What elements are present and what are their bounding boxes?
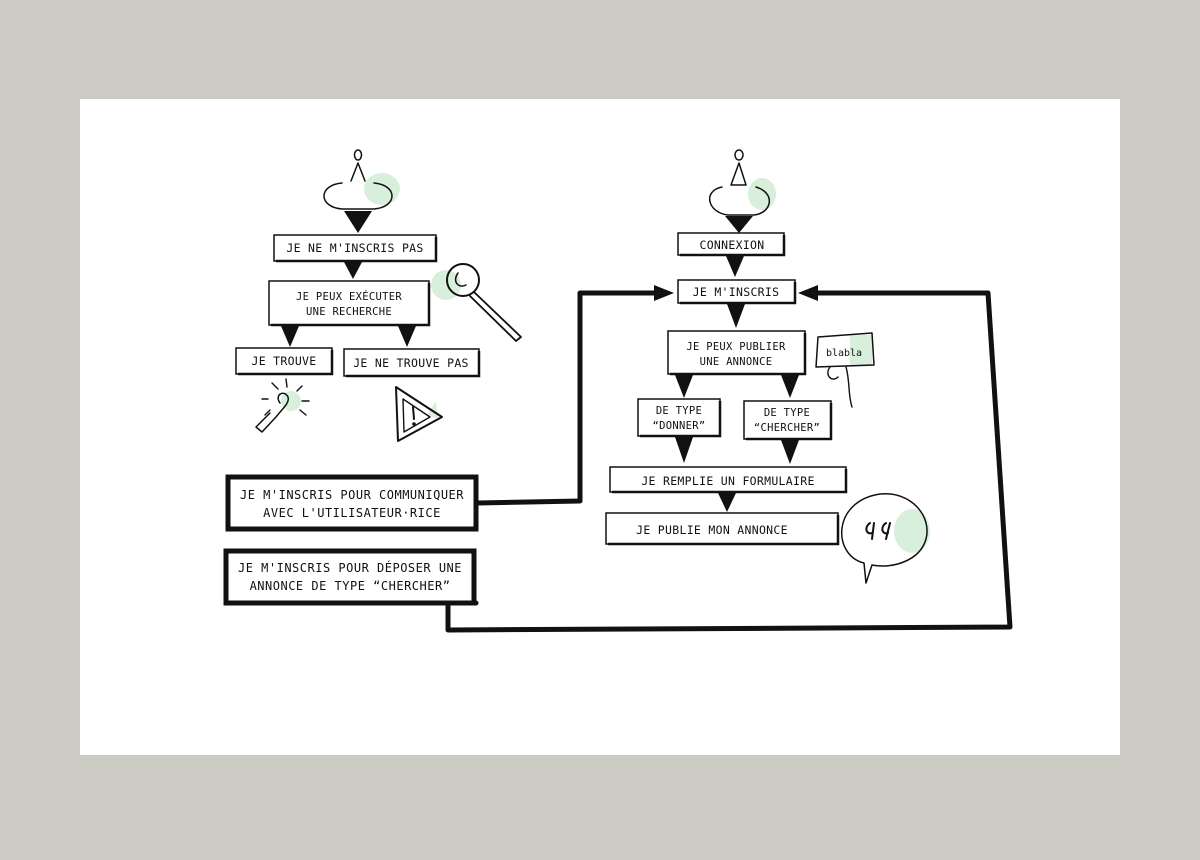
right-box-type-chercher: DE TYPE “CHERCHER” [743, 400, 833, 441]
left-box1-label: JE NE M'INSCRIS PAS [286, 241, 423, 255]
right-box7-label: JE PUBLIE MON ANNONCE [636, 523, 788, 537]
right-box5-line1: DE TYPE [764, 407, 810, 419]
right-arrow-1 [726, 256, 744, 277]
note1-line2: AVEC L'UTILISATEUR·RICE [263, 506, 441, 520]
connector-arrowhead-left [654, 285, 674, 301]
flow-diagram: JE NE M'INSCRIS PAS JE PEUX EXÉCUTER UNE… [223, 149, 1013, 633]
left-box-je-ne-trouve-pas: JE NE TROUVE PAS [343, 348, 481, 378]
left-arrow-2b [398, 326, 416, 347]
magnifier-icon [431, 263, 522, 342]
left-user-icon [323, 149, 400, 233]
note2-line2: ANNONCE DE TYPE “CHERCHER” [250, 579, 451, 593]
speech-bubble-icon [841, 493, 930, 584]
right-box-je-peux-publier: JE PEUX PUBLIER UNE ANNONCE [667, 330, 807, 376]
diagram-card: JE NE M'INSCRIS PAS JE PEUX EXÉCUTER UNE… [80, 99, 1120, 755]
right-box-je-publie: JE PUBLIE MON ANNONCE [605, 512, 840, 546]
right-box4-line1: DE TYPE [656, 405, 702, 417]
left-box-je-ne-minscris-pas: JE NE M'INSCRIS PAS [273, 234, 438, 263]
right-box-je-remplie: JE REMPLIE UN FORMULAIRE [609, 466, 848, 494]
connector-arrowhead-right [798, 285, 818, 301]
right-box2-label: JE M'INSCRIS [693, 285, 780, 299]
left-box-je-peux-executer: JE PEUX EXÉCUTER UNE RECHERCHE [268, 280, 431, 327]
note1-line1: JE M'INSCRIS POUR COMMUNIQUER [240, 488, 464, 502]
right-user-icon [709, 149, 776, 233]
right-box5-line2: “CHERCHER” [754, 422, 820, 434]
left-box-je-trouve: JE TROUVE [235, 347, 334, 376]
right-arrow-3a [675, 375, 693, 398]
right-arrow-2 [727, 304, 745, 328]
right-box3-line1: JE PEUX PUBLIER [686, 341, 786, 353]
note-deposer: JE M'INSCRIS POUR DÉPOSER UNE ANNONCE DE… [223, 548, 477, 606]
lightbulb-icon [255, 378, 310, 433]
right-box-type-donner: DE TYPE “DONNER” [637, 398, 722, 438]
connector-from-note1 [475, 290, 661, 506]
blabla-sign-icon: blabla [815, 332, 875, 408]
warning-icon [395, 386, 443, 442]
sign-label: blabla [826, 348, 862, 359]
left-box3-label: JE TROUVE [251, 354, 316, 368]
right-box3-line2: UNE ANNONCE [700, 356, 773, 368]
right-arrow-5 [718, 493, 736, 512]
right-box-je-minscris: JE M'INSCRIS [677, 279, 797, 305]
right-arrow-4b [781, 440, 799, 464]
left-box2-line1: JE PEUX EXÉCUTER [296, 290, 402, 303]
right-arrow-4a [675, 437, 693, 463]
right-box6-label: JE REMPLIE UN FORMULAIRE [641, 474, 814, 488]
left-arrow-2a [281, 326, 299, 347]
right-arrow-3b [781, 375, 799, 398]
right-box1-label: CONNEXION [699, 238, 764, 252]
note-communiquer: JE M'INSCRIS POUR COMMUNIQUER AVEC L'UTI… [225, 474, 479, 532]
right-box4-line2: “DONNER” [653, 420, 706, 432]
right-box-connexion: CONNEXION [677, 232, 786, 257]
left-arrow-1 [344, 262, 362, 279]
left-box4-label: JE NE TROUVE PAS [353, 356, 469, 370]
left-box2-line2: UNE RECHERCHE [306, 306, 392, 318]
note2-line1: JE M'INSCRIS POUR DÉPOSER UNE [238, 560, 462, 575]
